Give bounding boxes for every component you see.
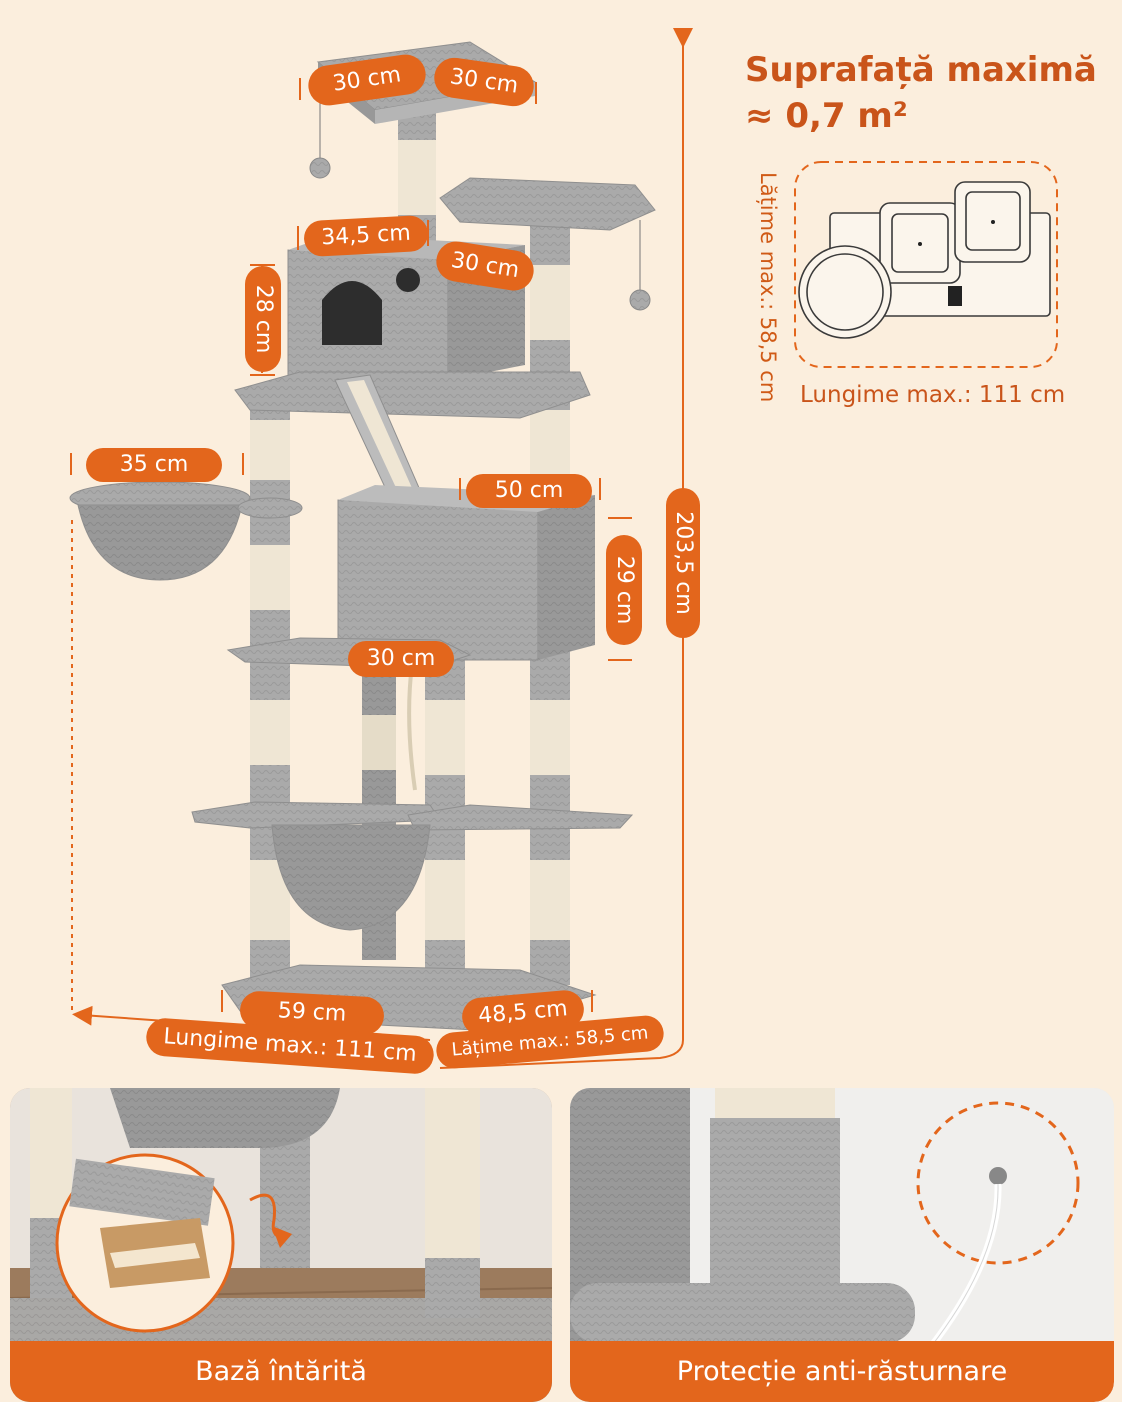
area-heading: Suprafață maximă ≈ 0,7 m² [745, 47, 1097, 139]
dim-condo-height: 28 cm [245, 266, 281, 372]
dim-mid-platform: 30 cm [348, 641, 454, 677]
post-left [250, 390, 290, 980]
reinforced-base-caption: Bază întărită [10, 1341, 552, 1402]
hammock-platform [191, 801, 634, 931]
dim-box-width: 50 cm [466, 474, 592, 508]
basket [69, 481, 303, 581]
area-heading-line2: ≈ 0,7 m² [745, 96, 908, 136]
dim-box-height: 29 cm [606, 535, 642, 645]
footprint-diagram [794, 161, 1058, 368]
second-perch [439, 177, 656, 311]
anti-tip-panel: Protecție anti-răsturnare [570, 1088, 1114, 1402]
box-condo [337, 485, 595, 661]
area-heading-line1: Suprafață maximă [745, 50, 1097, 90]
reinforced-base-panel: Bază întărită [10, 1088, 552, 1402]
footprint-length-label: Lungime max.: 111 cm [800, 382, 1066, 408]
dim-total-height: 203,5 cm [666, 488, 700, 638]
dim-basket: 35 cm [86, 448, 222, 482]
dim-condo-width: 34,5 cm [303, 214, 429, 258]
anti-tip-caption: Protecție anti-răsturnare [570, 1341, 1114, 1402]
condo-platform [234, 371, 591, 419]
footprint-width-label: Lățime max.: 58,5 cm [756, 172, 780, 403]
